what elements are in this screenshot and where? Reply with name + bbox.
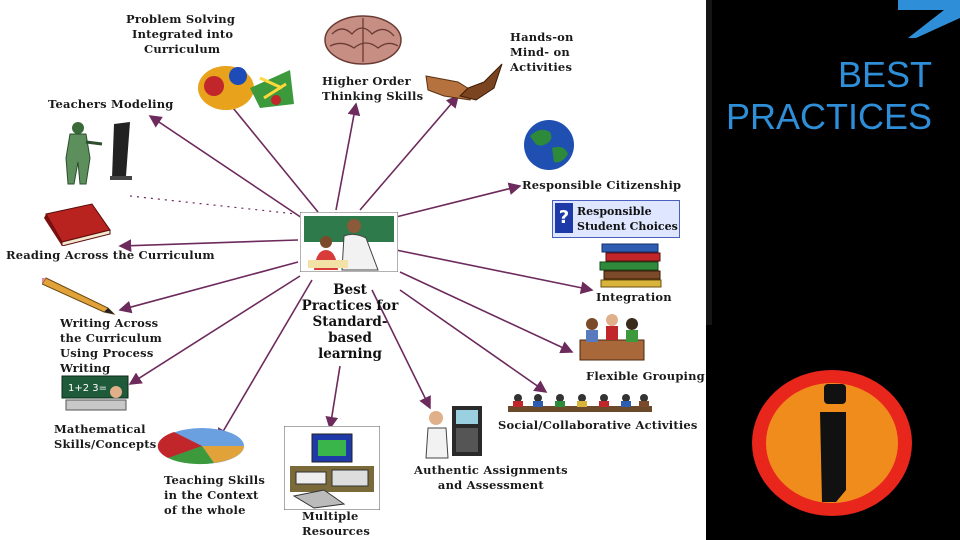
node-label-line: Reading Across the Curriculum <box>6 248 215 262</box>
node-label-line: Curriculum <box>144 42 221 56</box>
arrow-math <box>128 275 301 385</box>
arrow-authentic <box>371 289 431 410</box>
node-label-line: Responsible Citizenship <box>522 178 682 192</box>
node-label-line: Higher Order <box>322 74 411 88</box>
arrow-reading <box>118 239 299 253</box>
node-teachers-modeling: Teachers Modeling <box>48 97 174 112</box>
corner-chevron-icon <box>898 0 960 38</box>
center-label-line: based <box>328 330 372 346</box>
node-label-line: Writing Across <box>60 316 159 330</box>
teacher-picture <box>65 122 132 185</box>
node-label: Responsible Student Choices <box>577 204 678 234</box>
incredibles-logo <box>752 370 912 516</box>
node-label-line: Integration <box>596 290 672 304</box>
center-label-line: Best <box>333 282 367 298</box>
arrow-resources <box>325 365 341 430</box>
node-label-line: Flexible Grouping <box>586 369 705 383</box>
node-label-line: Using Process <box>60 346 154 360</box>
scientist-picture <box>425 406 482 459</box>
arrow-hands-on <box>359 94 460 211</box>
book-stack-picture <box>599 243 662 288</box>
node-label-line: Teachers Modeling <box>48 97 174 111</box>
connector-arrows <box>118 90 594 442</box>
math-picture: 1+2 3= <box>61 375 129 411</box>
center-label-line: Practices for <box>301 298 399 314</box>
dotted-link-citizenship <box>129 195 297 215</box>
node-label-line: Social/Collaborative Activities <box>498 418 698 432</box>
arrow-writing <box>118 261 299 314</box>
pencil-picture <box>42 277 116 315</box>
node-problem-solving: Problem Solving Integrated into Curricul… <box>126 12 235 57</box>
panel-strip <box>706 0 712 325</box>
node-authentic: Authentic Assignments and Assessment <box>414 463 568 493</box>
node-flexible-grouping: Flexible Grouping <box>586 369 705 384</box>
node-reading: Reading Across the Curriculum <box>6 248 215 263</box>
brain-picture <box>324 15 402 65</box>
node-label-line: Student Choices <box>577 220 678 233</box>
node-label-line: Problem Solving <box>126 12 236 26</box>
node-label-line: Writing <box>60 361 111 375</box>
question-mark-icon: ? <box>555 203 573 233</box>
node-label-line: Hands-on <box>510 30 574 44</box>
teacher-student-picture <box>300 212 398 272</box>
problem-solving-picture <box>198 66 294 110</box>
arrow-teaching <box>217 279 313 442</box>
center-label: Best Practices for Standard- based learn… <box>300 282 400 362</box>
arrow-teachers-modeling <box>148 115 303 219</box>
node-label-line: and Assessment <box>437 478 544 492</box>
node-label-line: the Curriculum <box>60 331 163 345</box>
computer-resources-picture <box>284 426 380 510</box>
arrow-flexible <box>399 271 574 354</box>
slide-title: BEST PRACTICES <box>725 54 932 137</box>
arrow-problem-solving <box>218 90 319 213</box>
node-label-line: Integrated into <box>132 27 234 41</box>
node-label-line: Mathematical <box>54 422 146 436</box>
node-hands-on: Hands-on Mind- on Activities <box>510 30 574 75</box>
globe-picture <box>524 120 574 170</box>
title-panel: BEST PRACTICES <box>706 0 960 540</box>
node-label-line: Responsible <box>577 205 652 218</box>
node-label-line: Authentic Assignments <box>414 463 568 477</box>
whole-picture <box>157 428 244 465</box>
collaboration-picture <box>508 394 652 412</box>
node-label-line: of the whole <box>164 503 246 517</box>
node-higher-order: Higher Order Thinking Skills <box>322 74 423 104</box>
center-label-line: Standard- <box>312 314 388 330</box>
node-label-line: Multiple <box>302 509 359 523</box>
arrow-social <box>399 289 548 393</box>
node-label-line: Mind- on <box>510 45 570 59</box>
node-label-line: Thinking Skills <box>322 89 424 103</box>
center-label-line: learning <box>318 346 382 362</box>
svg-text:1+2 3=: 1+2 3= <box>68 383 107 394</box>
concept-web-diagram: Best Practices for Standard- based learn… <box>6 12 705 539</box>
node-label-line: Skills/Concepts <box>54 437 157 451</box>
node-integration: Integration <box>596 290 672 305</box>
node-social: Social/Collaborative Activities <box>498 418 698 433</box>
node-label-line: in the Context <box>164 488 259 502</box>
node-responsible-choices: ? Responsible Student Choices <box>552 200 680 238</box>
handshake-picture <box>425 63 503 101</box>
node-teaching-skills: Teaching Skills in the Context of the wh… <box>164 473 265 518</box>
node-label-line: Teaching Skills <box>164 473 265 487</box>
node-responsible-citizenship: Responsible Citizenship <box>522 178 681 193</box>
node-writing: Writing Across the Curriculum Using Proc… <box>60 316 162 376</box>
group-picture <box>579 314 645 361</box>
node-multiple-resources: Multiple Resources <box>302 509 370 539</box>
arrow-integration <box>395 249 594 295</box>
arrow-citizenship <box>391 182 522 219</box>
node-mathematical: Mathematical Skills/Concepts <box>54 422 156 452</box>
node-label-line: Resources <box>302 524 371 538</box>
book-picture <box>44 203 111 246</box>
node-label-line: Activities <box>510 60 573 74</box>
arrow-higher-order <box>335 102 361 211</box>
